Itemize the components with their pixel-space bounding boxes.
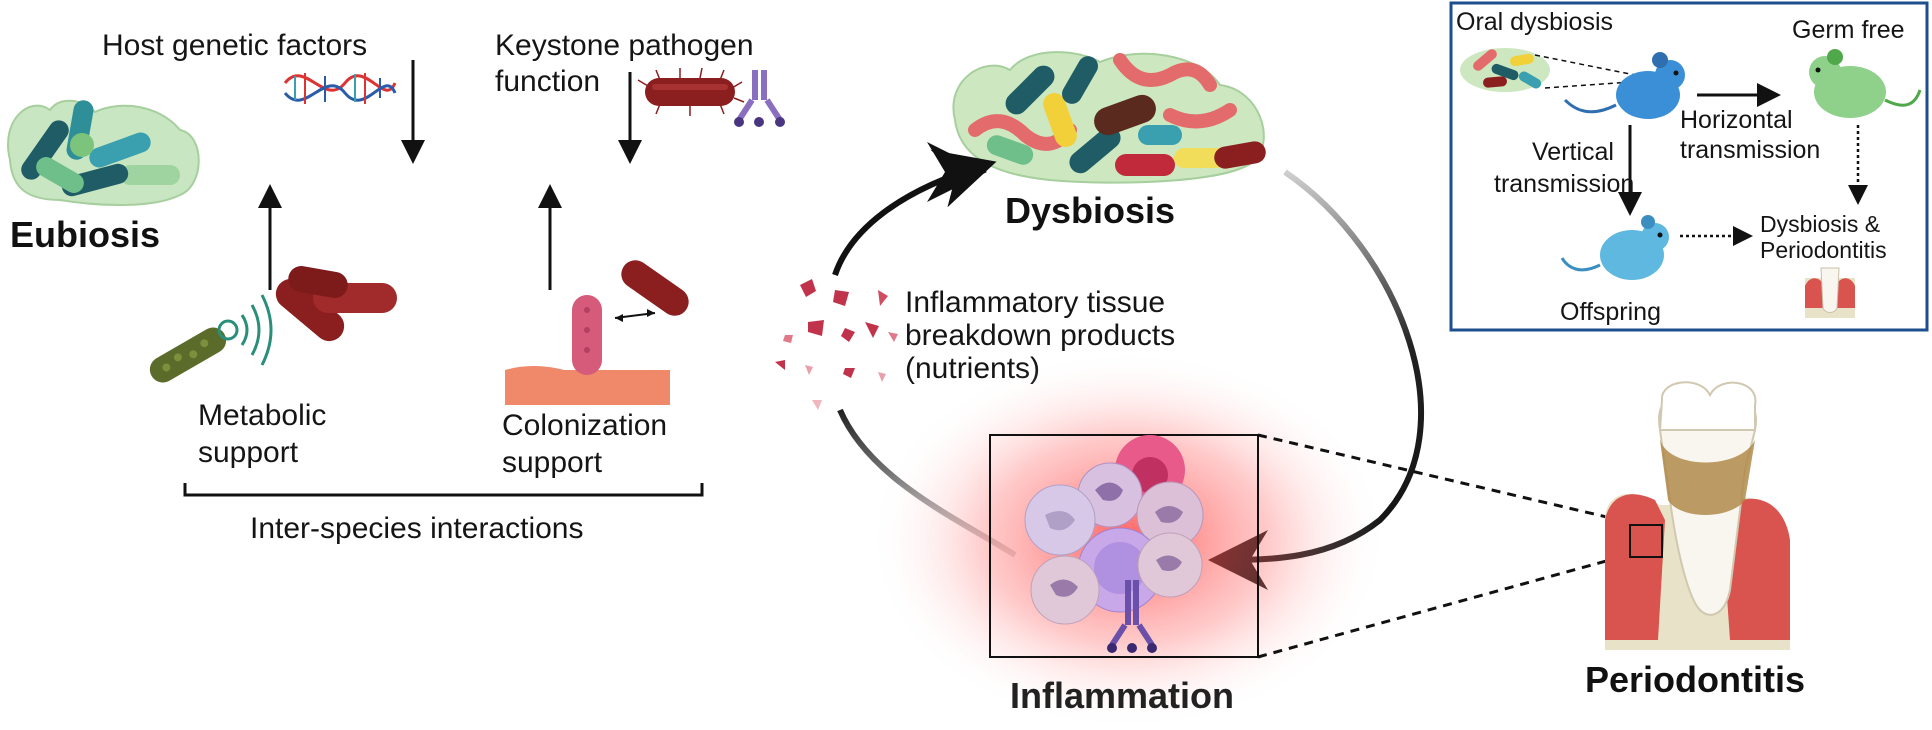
dna-icon: [283, 73, 397, 104]
antibody-icon: [734, 70, 785, 127]
inset-offspring-mouse-icon: [1560, 215, 1669, 280]
inset-germ-free-label: Germ free: [1792, 16, 1905, 44]
inter-species-label: Inter-species interactions: [250, 512, 584, 545]
inset-oral-dysbiosis-label: Oral dysbiosis: [1456, 8, 1613, 36]
inset-microbiota-icon: [1460, 48, 1550, 92]
immune-cells-icon: [1024, 435, 1204, 653]
inset-germ-free-mouse-icon: [1809, 49, 1922, 118]
inset-tooth-icon: [1805, 267, 1855, 318]
dysbiosis-label: Dysbiosis: [1005, 190, 1175, 231]
tissue-fragments-icon: [775, 279, 898, 410]
inflammation-label: Inflammation: [1010, 675, 1234, 716]
bacteria-signaling-icon: [149, 266, 397, 383]
eubiosis-community-icon: [7, 99, 200, 206]
inter-species-bracket: [183, 483, 704, 497]
tooth-gum-icon: [1605, 381, 1790, 650]
host-genetic-factors-label: Host genetic factors: [102, 29, 367, 62]
nutrients-to-dysbiosis-arrow: [832, 149, 997, 276]
inset-dysbiotic-mouse-icon: [1563, 52, 1685, 119]
dysbiosis-community-icon: [952, 51, 1266, 184]
inflammation-box: [989, 434, 1259, 658]
bacteria-adhesion-icon: [505, 260, 689, 405]
inset-offspring-label: Offspring: [1560, 298, 1661, 326]
keystone-bacterium-icon: [637, 67, 745, 116]
inset-dashed-lines: [1534, 54, 1661, 89]
periodontitis-label: Periodontitis: [1585, 659, 1805, 700]
eubiosis-label: Eubiosis: [10, 214, 160, 255]
inset-outcome-label: Dysbiosis &Periodontitis: [1760, 211, 1887, 263]
